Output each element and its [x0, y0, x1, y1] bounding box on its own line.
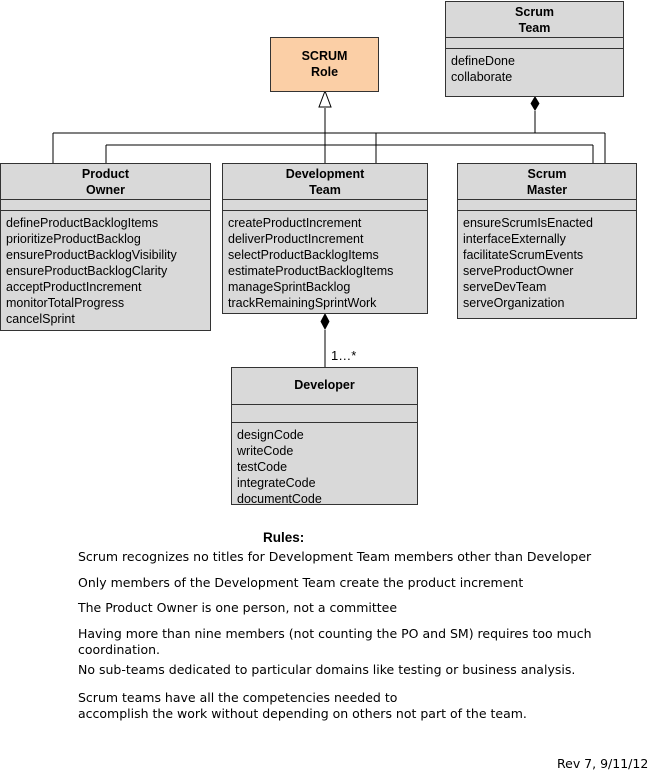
rules-heading: Rules:: [263, 530, 305, 545]
operation: collaborate: [451, 70, 513, 84]
operation: designCode: [237, 428, 304, 442]
operations-compartment: createProductIncrement deliverProductInc…: [223, 210, 427, 313]
class-name: SCRUM Role: [271, 38, 378, 80]
operation: ensureProductBacklogClarity: [6, 264, 168, 278]
operation: testCode: [237, 460, 288, 474]
operation: facilitateScrumEvents: [463, 248, 584, 262]
operation: selectProductBacklogItems: [228, 248, 379, 262]
class-name-line: Scrum: [515, 5, 554, 19]
revision-label: Rev 7, 9/11/12: [557, 756, 649, 771]
class-name-line: Owner: [86, 183, 125, 197]
class-name-line: Developer: [294, 378, 355, 392]
rule-item: Only members of the Development Team cre…: [78, 575, 524, 590]
rule-item: Scrum recognizes no titles for Developme…: [78, 549, 592, 564]
rule-item: The Product Owner is one person, not a c…: [78, 600, 398, 615]
class-name-line: SCRUM: [301, 49, 348, 63]
generalization-arrowhead: [318, 89, 332, 108]
multiplicity-label: 1…*: [331, 348, 357, 363]
class-scrum-master: Scrum Master ensureScrumIsEnacted interf…: [457, 163, 637, 319]
operation: documentCode: [237, 492, 322, 506]
operation: defineDone: [451, 54, 515, 68]
operation: trackRemainingSprintWork: [228, 296, 377, 310]
attributes-compartment: [446, 37, 623, 48]
rule-item: Scrum teams have all the competencies ne…: [78, 690, 527, 721]
class-name-line: Master: [526, 183, 568, 197]
operations-compartment: ensureScrumIsEnacted interfaceExternally…: [458, 210, 636, 318]
operations-compartment: designCode writeCode testCode integrateC…: [232, 422, 417, 506]
operation: estimateProductBacklogItems: [228, 264, 394, 278]
composition-diamond: [530, 96, 540, 111]
operation: serveProductOwner: [463, 264, 574, 278]
class-name: Product Owner: [1, 164, 210, 198]
operation: monitorTotalProgress: [6, 296, 125, 310]
attributes-compartment: [458, 199, 636, 210]
class-name: Scrum Master: [458, 164, 636, 198]
class-scrum-role: SCRUM Role: [270, 37, 379, 92]
class-name-line: Product: [81, 167, 130, 181]
class-development-team: Development Team createProductIncrement …: [222, 163, 428, 314]
class-scrum-team: Scrum Team defineDone collaborate: [445, 1, 624, 97]
operations-compartment: defineDone collaborate: [446, 48, 623, 96]
operation: integrateCode: [237, 476, 316, 490]
operation: acceptProductIncrement: [6, 280, 142, 294]
operation: serveDevTeam: [463, 280, 547, 294]
composition-diamond: [320, 313, 330, 330]
operation: serveOrganization: [463, 296, 565, 310]
operation: manageSprintBacklog: [228, 280, 351, 294]
attributes-compartment: [1, 199, 210, 210]
operations-compartment: defineProductBacklogItems prioritizeProd…: [1, 210, 210, 330]
operation: deliverProductIncrement: [228, 232, 364, 246]
class-name-line: Scrum: [527, 167, 567, 181]
class-product-owner: Product Owner defineProductBacklogItems …: [0, 163, 211, 331]
rule-item: No sub-teams dedicated to particular dom…: [78, 662, 576, 677]
attributes-compartment: [232, 404, 417, 422]
class-name-line: Team: [518, 21, 551, 35]
class-developer: Developer designCode writeCode testCode …: [231, 367, 418, 506]
operation: createProductIncrement: [228, 216, 362, 230]
class-name-line: Role: [310, 65, 339, 79]
operation: prioritizeProductBacklog: [6, 232, 141, 246]
operation: interfaceExternally: [463, 232, 566, 246]
operation: cancelSprint: [6, 312, 75, 326]
operation: writeCode: [237, 444, 294, 458]
class-name: Scrum Team: [446, 2, 623, 36]
class-name: Developer: [232, 368, 417, 404]
class-name-line: Development: [285, 167, 365, 181]
operation: ensureProductBacklogVisibility: [6, 248, 177, 262]
operation: defineProductBacklogItems: [6, 216, 159, 230]
operation: ensureScrumIsEnacted: [463, 216, 593, 230]
rule-item: Having more than nine members (not count…: [78, 626, 592, 657]
class-name-line: Team: [309, 183, 341, 197]
class-name: Development Team: [223, 164, 427, 198]
attributes-compartment: [223, 199, 427, 210]
